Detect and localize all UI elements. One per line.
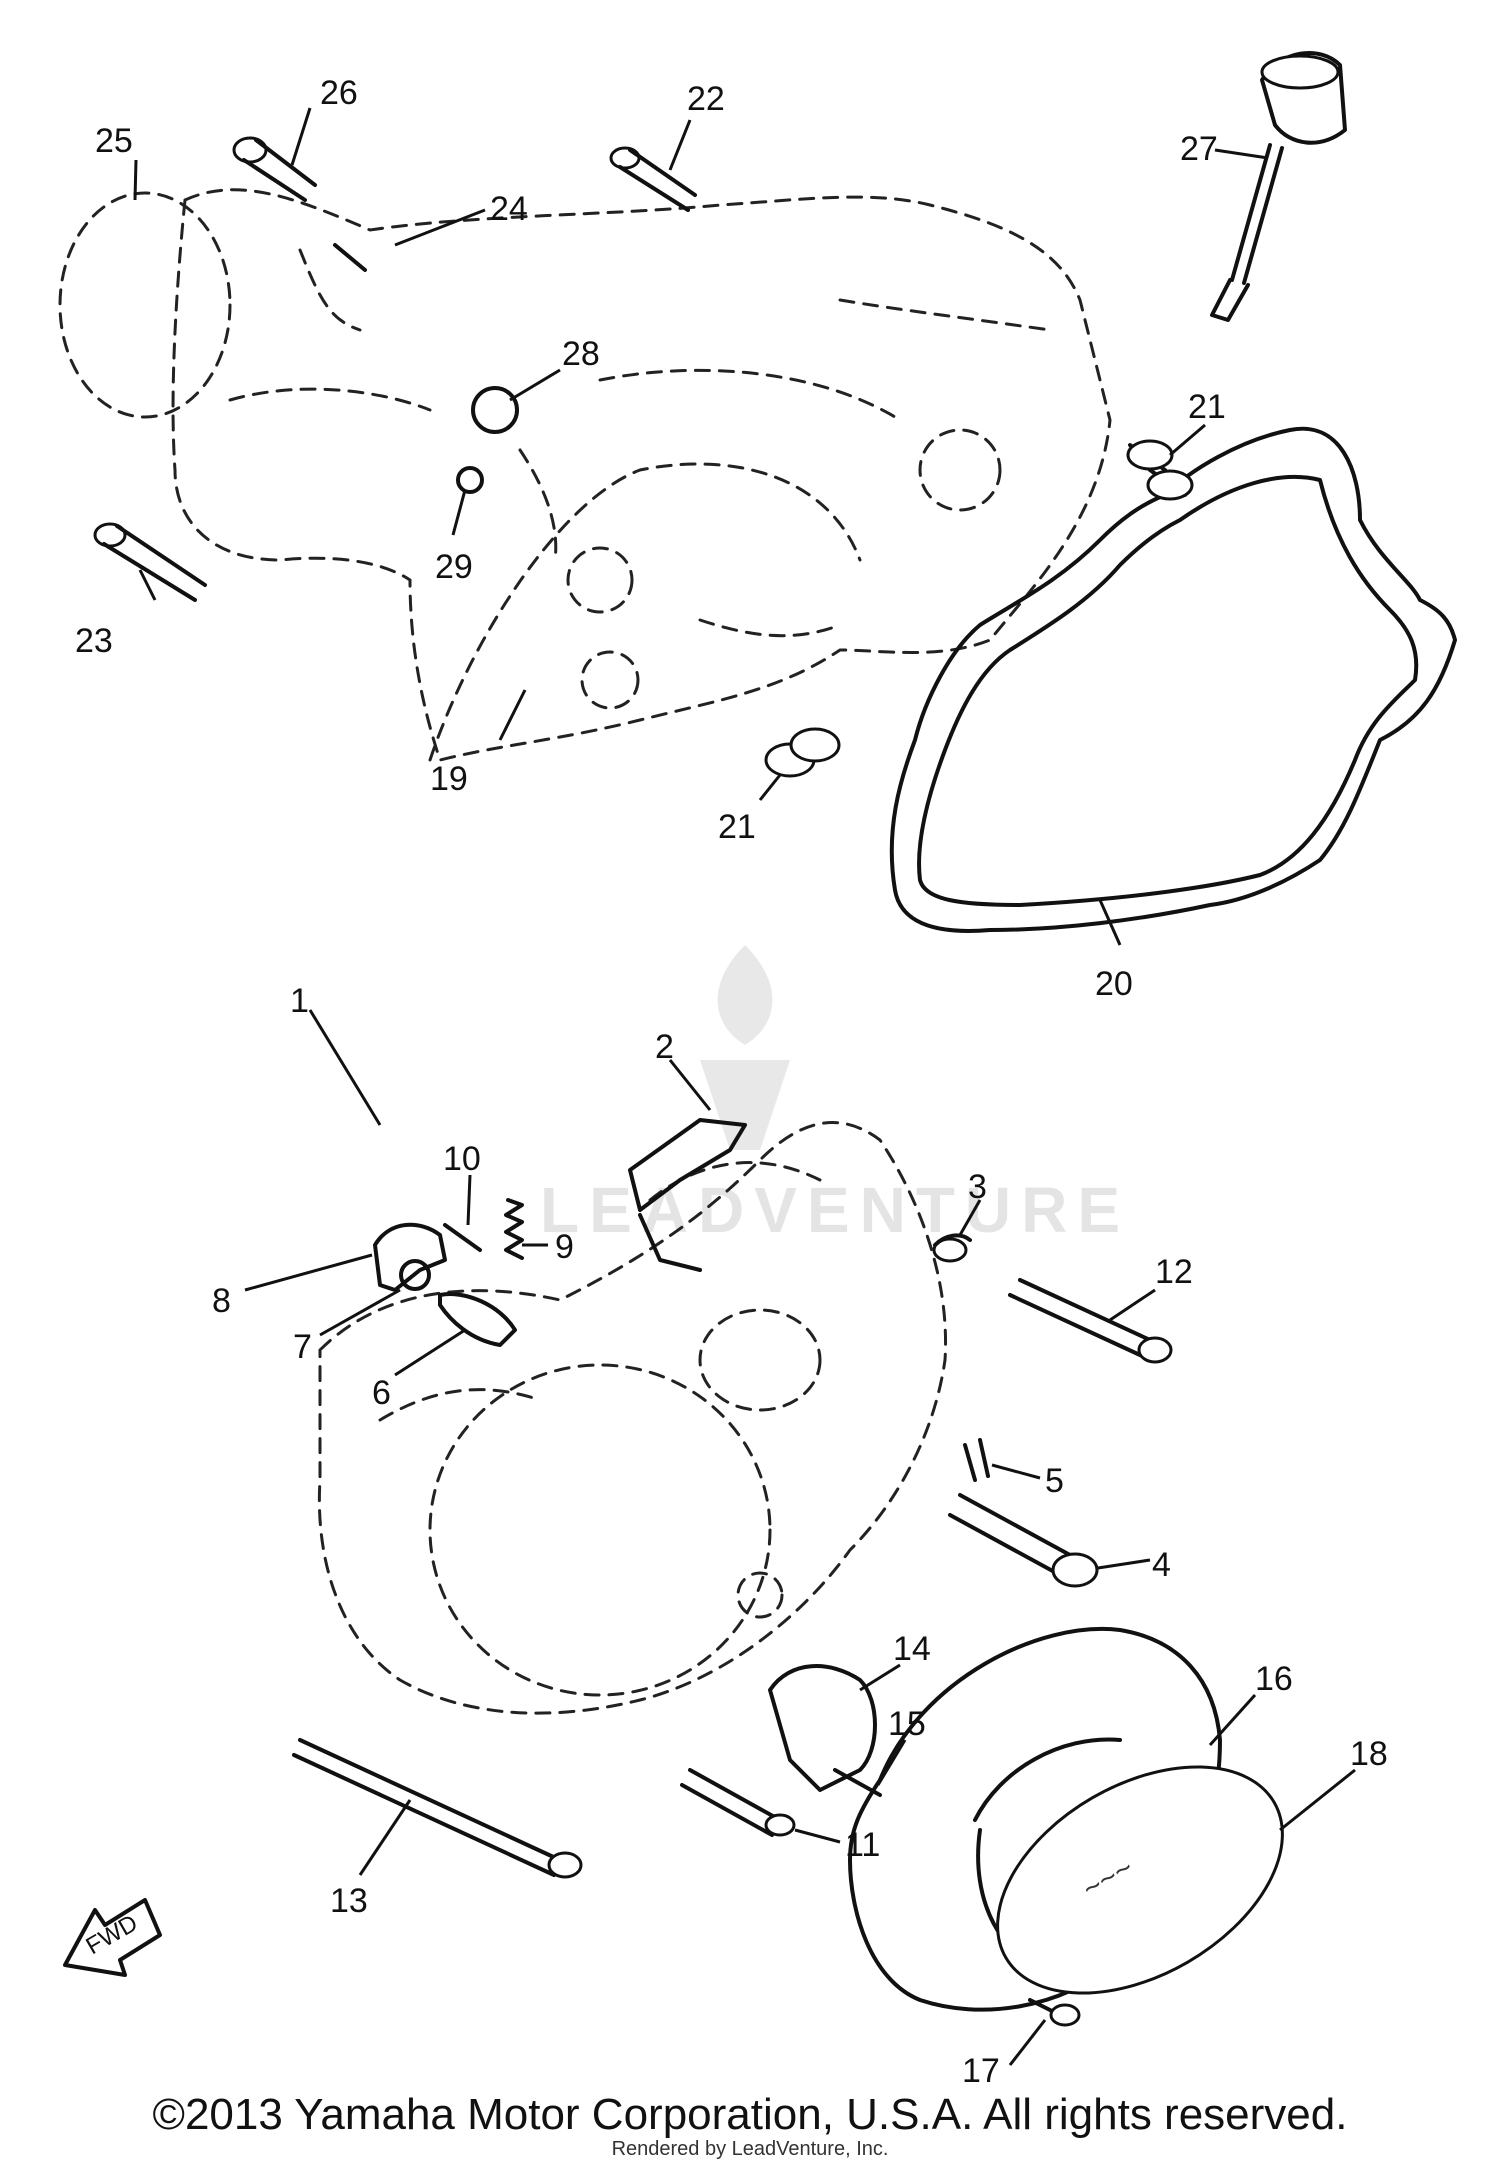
watermark-text: LEADVENTURE bbox=[540, 1174, 1130, 1246]
callout-10: 10 bbox=[443, 1140, 481, 1178]
bolt-11 bbox=[680, 1768, 796, 1837]
dowel-3 bbox=[932, 1233, 972, 1263]
callout-21b: 21 bbox=[718, 808, 756, 846]
callout-7: 7 bbox=[293, 1328, 312, 1366]
bolt-13 bbox=[292, 1738, 583, 1879]
callout-8: 8 bbox=[212, 1282, 231, 1320]
oil-level-gauge-27 bbox=[1210, 51, 1347, 322]
callout-labels: 1 2 3 4 5 6 7 8 9 10 11 12 13 14 15 16 1… bbox=[75, 74, 1388, 2090]
bolt-23 bbox=[93, 522, 207, 602]
rendered-by-note: Rendered by LeadVenture, Inc. bbox=[611, 2138, 889, 2160]
crankcase-lower bbox=[317, 1121, 948, 1715]
callout-12: 12 bbox=[1155, 1253, 1193, 1291]
callout-11: 11 bbox=[845, 1826, 880, 1864]
callout-15: 15 bbox=[888, 1705, 926, 1743]
callout-6: 6 bbox=[372, 1374, 391, 1412]
pin-5 bbox=[963, 1438, 990, 1482]
crankcase-cover-19 bbox=[171, 188, 1112, 762]
bolt-22 bbox=[609, 146, 697, 212]
callout-22: 22 bbox=[687, 80, 725, 118]
callout-16: 16 bbox=[1255, 1660, 1293, 1698]
dowel-pin-21a bbox=[1126, 439, 1194, 501]
watermark-logo: LEADVENTURE bbox=[540, 945, 1130, 1246]
callout-26: 26 bbox=[320, 74, 358, 112]
callout-21a: 21 bbox=[1188, 388, 1226, 426]
spring-9 bbox=[504, 1198, 524, 1260]
oring-29 bbox=[456, 466, 484, 494]
bolt-12 bbox=[1008, 1278, 1173, 1364]
callout-2: 2 bbox=[655, 1028, 674, 1066]
crankcase-gasket-20 bbox=[889, 426, 1457, 933]
callout-25: 25 bbox=[95, 122, 133, 160]
shaft-4 bbox=[948, 1493, 1099, 1588]
emblem-18: ~~~ bbox=[996, 1765, 1284, 1995]
plug-28 bbox=[471, 386, 519, 434]
callout-17: 17 bbox=[962, 2052, 1000, 2090]
cover-gasket-25 bbox=[58, 191, 232, 419]
copyright-notice: ©2013 Yamaha Motor Corporation, U.S.A. A… bbox=[152, 2090, 1348, 2139]
callout-1: 1 bbox=[290, 982, 309, 1020]
leader-lines bbox=[133, 107, 1356, 2066]
callout-3: 3 bbox=[968, 1168, 987, 1206]
callout-29: 29 bbox=[435, 548, 473, 586]
callout-18: 18 bbox=[1350, 1735, 1388, 1773]
callout-19: 19 bbox=[430, 760, 468, 798]
callout-23: 23 bbox=[75, 622, 113, 660]
callout-24: 24 bbox=[490, 190, 528, 228]
callout-28: 28 bbox=[562, 335, 600, 373]
callout-20: 20 bbox=[1095, 965, 1133, 1003]
roller-6 bbox=[438, 1292, 517, 1347]
lever-2 bbox=[628, 1118, 747, 1212]
cover-14 bbox=[768, 1664, 877, 1792]
callout-27: 27 bbox=[1180, 130, 1218, 168]
pin-10 bbox=[443, 1223, 482, 1252]
dowel-pin-21b bbox=[764, 727, 841, 778]
callout-13: 13 bbox=[330, 1882, 368, 1920]
callout-9: 9 bbox=[555, 1228, 574, 1266]
bolt-26 bbox=[232, 136, 317, 202]
pin-24 bbox=[333, 243, 367, 272]
callout-14: 14 bbox=[893, 1630, 931, 1668]
callout-4: 4 bbox=[1152, 1546, 1171, 1584]
plate-8 bbox=[373, 1222, 447, 1292]
washer-7 bbox=[399, 1259, 431, 1291]
callout-5: 5 bbox=[1045, 1462, 1064, 1500]
forward-arrow: FWD bbox=[63, 1898, 162, 1977]
screw-17 bbox=[1028, 1998, 1081, 2027]
